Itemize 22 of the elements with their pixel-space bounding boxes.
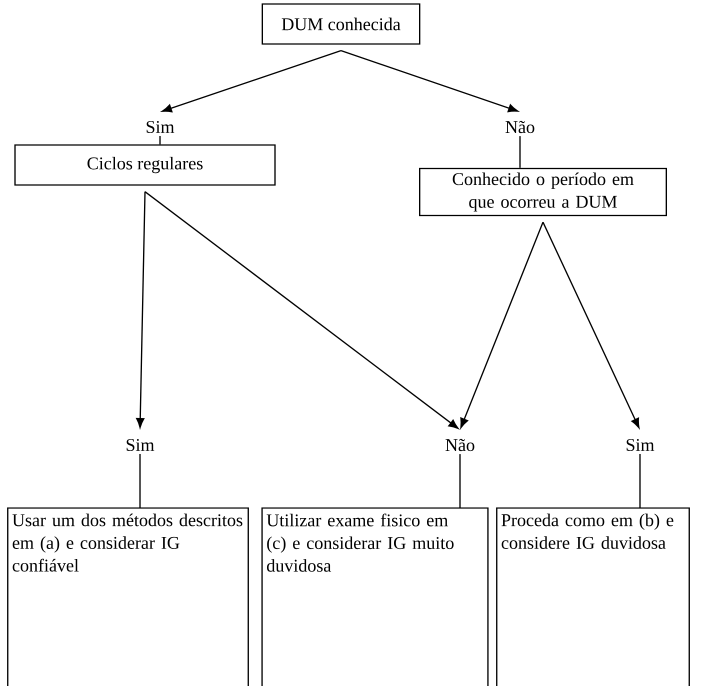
connector-line (519, 136, 521, 168)
branch-label: Não (506, 120, 534, 134)
arrow (340, 50, 518, 112)
text-box: Proceda como em (b) e considere IG duvidosa (496, 507, 690, 686)
text-box: DUM conhecida (262, 3, 420, 45)
branch-label: Sim (126, 438, 154, 452)
text-box: Conhecido o período em que ocorreu a DUM (419, 168, 667, 216)
text-box: Usar um dos métodos descritos em (a) e considerar IG confiável (7, 507, 249, 686)
arrow (460, 222, 544, 428)
text-box: Utilizar exame fisico em (c) e considerar IG muito duvidosa (261, 507, 489, 686)
arrow (136, 192, 146, 428)
arrow (542, 222, 640, 428)
arrow (144, 191, 459, 429)
connector-line (139, 454, 141, 508)
branch-label: Não (446, 438, 474, 452)
text-box: Ciclos regulares (14, 144, 276, 186)
branch-label: Sim (626, 438, 654, 452)
connector-line (459, 454, 461, 508)
branch-label: Sim (146, 120, 174, 134)
connector-line (639, 454, 641, 508)
arrow (162, 50, 342, 112)
connector-line (159, 136, 161, 144)
